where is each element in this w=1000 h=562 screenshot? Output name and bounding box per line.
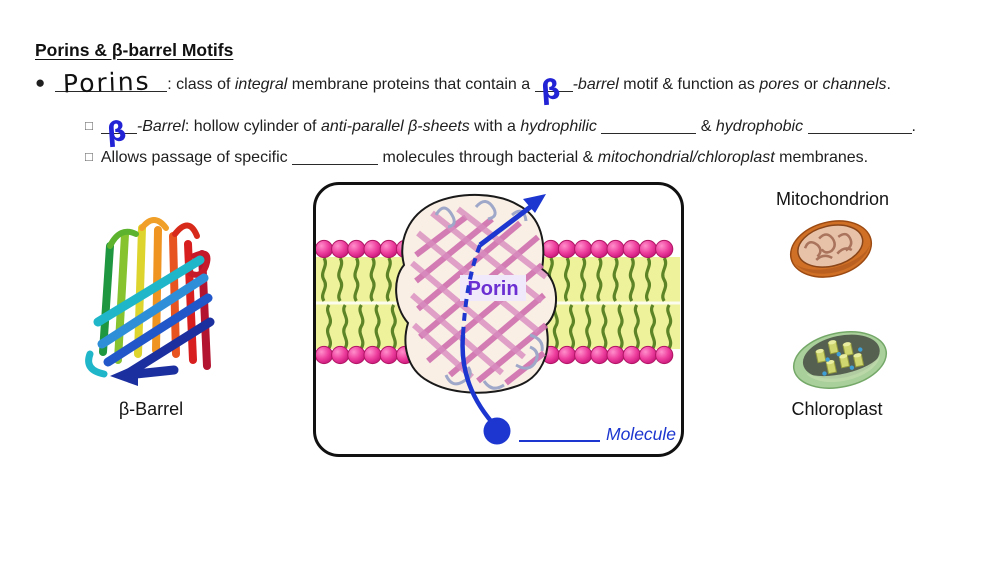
- bullet-square-icon: □: [85, 118, 93, 133]
- text-mito-chloro: mitochondrial/chloroplast: [597, 149, 775, 166]
- mitochondrion-caption: Mitochondrion: [775, 189, 890, 209]
- handwritten-beta-1: β: [539, 74, 561, 107]
- grana-stacks: [815, 340, 865, 375]
- text-antiparallel: anti-parallel β-sheets: [320, 118, 470, 135]
- arrowhead-icon: [523, 194, 546, 213]
- text-pores: pores: [759, 76, 800, 93]
- text: .: [886, 76, 891, 93]
- porin-label: Porin: [467, 278, 518, 300]
- note-line-porins: ● Porins : class of integral membrane prot…: [35, 66, 891, 107]
- text: Allows passage of specific: [100, 149, 293, 166]
- blank-beta-2: β: [100, 116, 137, 149]
- molecule-dot: [483, 417, 511, 445]
- molecule-path-arrow-lower: [460, 334, 499, 430]
- note-line-passage: □ Allows passage of specific molecules th…: [85, 148, 868, 167]
- text-hydrophilic: hydrophilic: [520, 118, 597, 135]
- page-title: Porins & β-barrel Motifs: [35, 40, 234, 60]
- text-barrel-term: -Barrel: [136, 118, 185, 135]
- porin-loops: [434, 200, 544, 390]
- text-hydrophobic: hydrophobic: [715, 118, 804, 135]
- text: : hollow cylinder of: [184, 118, 321, 135]
- beta-barrel-caption: β-Barrel: [118, 399, 184, 419]
- handwritten-porins: Porins: [62, 66, 152, 99]
- text: motif & function as: [618, 76, 760, 93]
- text: molecules through bacterial &: [378, 149, 598, 166]
- mitochondrion-image: [789, 220, 873, 278]
- text: .: [911, 118, 916, 135]
- text-channels: channels: [822, 76, 887, 93]
- bullet-square-icon: □: [85, 149, 93, 164]
- stroma-dots: [822, 347, 863, 376]
- text: &: [696, 118, 716, 135]
- text: membrane proteins that contain a: [287, 76, 535, 93]
- handwritten-beta-2: β: [105, 116, 128, 149]
- beta-barrel-structure-image: [85, 217, 215, 386]
- ribbon-arrowhead: [110, 364, 138, 386]
- molecule-path-arrow-upper: [478, 203, 535, 247]
- porin-membrane-diagram: Porin Molecule: [313, 182, 684, 457]
- blank-hydrophilic: [601, 117, 697, 134]
- molecule-path-arrow-dashed: [461, 244, 482, 336]
- bullet-dot-icon: ●: [35, 73, 46, 92]
- text: with a: [469, 118, 521, 135]
- membrane-diagram-svg: Porin Molecule: [316, 194, 680, 445]
- text: : class of: [167, 76, 235, 93]
- chloroplast-caption: Chloroplast: [791, 399, 883, 419]
- chloroplast-image: [792, 331, 888, 389]
- molecule-label: Molecule: [606, 424, 676, 444]
- text-barrel: -barrel: [572, 76, 619, 93]
- blank-molecules: [292, 148, 379, 165]
- blank-beta-1: β: [534, 74, 573, 107]
- blank-porins: Porins: [55, 66, 168, 99]
- note-line-beta-barrel: □ β -Barrel: hollow cylinder of anti-paral…: [85, 116, 916, 149]
- text-integral: integral: [234, 76, 288, 93]
- text: or: [799, 76, 823, 93]
- blank-hydrophobic: [807, 117, 912, 134]
- text: membranes.: [774, 149, 869, 166]
